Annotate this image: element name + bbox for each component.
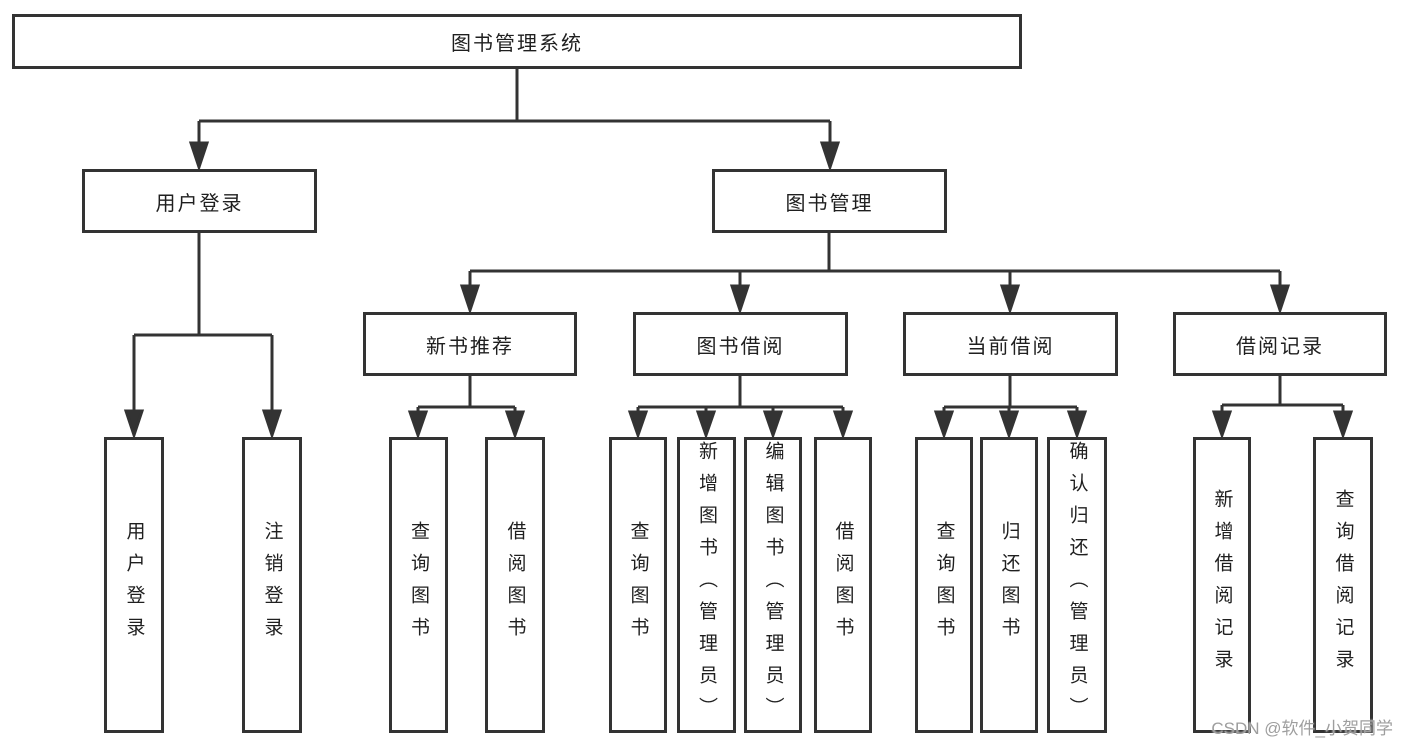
node-book-management-label: 图书管理 <box>785 192 874 215</box>
node-current-borrowing: 当前借阅 <box>903 312 1118 376</box>
leaf-borrow-query-books: 查询图书 <box>609 437 667 733</box>
leaf-logout: 注销登录 <box>242 437 302 733</box>
leaf-query-borrow-record-label: 查询借阅记录 <box>1332 489 1354 681</box>
leaf-add-borrow-record-label: 新增借阅记录 <box>1211 489 1233 681</box>
leaf-user-login-label: 用户登录 <box>123 521 145 649</box>
node-book-borrowing-label: 图书借阅 <box>696 335 785 358</box>
node-new-book-recommend: 新书推荐 <box>363 312 577 376</box>
node-root-system: 图书管理系统 <box>12 14 1022 69</box>
leaf-add-books-admin: 新增图书（管理员） <box>677 437 736 733</box>
leaf-edit-books-admin-label: 编辑图书（管理员） <box>762 441 784 729</box>
node-user-login-label: 用户登录 <box>155 192 244 215</box>
node-new-book-recommend-label: 新书推荐 <box>426 335 514 358</box>
node-borrowing-records-label: 借阅记录 <box>1236 335 1324 358</box>
leaf-query-borrow-record: 查询借阅记录 <box>1313 437 1373 733</box>
leaf-recommend-borrow-books: 借阅图书 <box>485 437 545 733</box>
node-book-management: 图书管理 <box>712 169 947 233</box>
leaf-borrow-books: 借阅图书 <box>814 437 872 733</box>
leaf-add-books-admin-label: 新增图书（管理员） <box>696 441 717 729</box>
leaf-return-books: 归还图书 <box>980 437 1038 733</box>
leaf-logout-label: 注销登录 <box>261 521 283 649</box>
node-current-borrowing-label: 当前借阅 <box>966 335 1055 358</box>
node-root-system-label: 图书管理系统 <box>451 33 583 55</box>
leaf-confirm-return-admin-label: 确认归还（管理员） <box>1066 441 1088 729</box>
leaf-recommend-query-books: 查询图书 <box>389 437 448 733</box>
leaf-return-books-label: 归还图书 <box>998 521 1020 649</box>
node-borrowing-records: 借阅记录 <box>1173 312 1387 376</box>
leaf-add-borrow-record: 新增借阅记录 <box>1193 437 1251 733</box>
leaf-borrow-query-books-label: 查询图书 <box>627 521 649 649</box>
watermark: CSDN @软件_小贺同学 <box>1211 719 1393 738</box>
leaf-edit-books-admin: 编辑图书（管理员） <box>744 437 802 733</box>
leaf-confirm-return-admin: 确认归还（管理员） <box>1047 437 1107 733</box>
leaf-borrow-books-label: 借阅图书 <box>832 521 854 649</box>
node-book-borrowing: 图书借阅 <box>633 312 848 376</box>
leaf-user-login: 用户登录 <box>104 437 164 733</box>
leaf-recommend-query-books-label: 查询图书 <box>408 521 429 649</box>
leaf-recommend-borrow-books-label: 借阅图书 <box>504 521 526 649</box>
leaf-current-query-books: 查询图书 <box>915 437 973 733</box>
node-user-login: 用户登录 <box>82 169 317 233</box>
leaf-current-query-books-label: 查询图书 <box>933 521 955 649</box>
